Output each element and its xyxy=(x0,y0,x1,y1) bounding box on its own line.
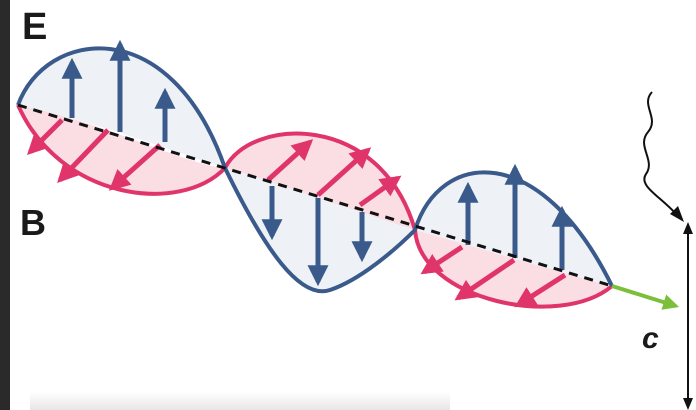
magnetic-field-label: B xyxy=(20,202,46,244)
wavy-source-line xyxy=(644,92,676,214)
speed-of-light-label: c xyxy=(642,322,659,356)
vertical-measure-bottom-head xyxy=(683,398,693,410)
cropped-caption-area xyxy=(30,392,450,410)
vertical-measure-top-head xyxy=(683,222,693,234)
wavy-source-arrowhead xyxy=(670,206,684,222)
electric-field-label: E xyxy=(22,6,47,49)
propagation-direction-arrow xyxy=(612,286,676,306)
